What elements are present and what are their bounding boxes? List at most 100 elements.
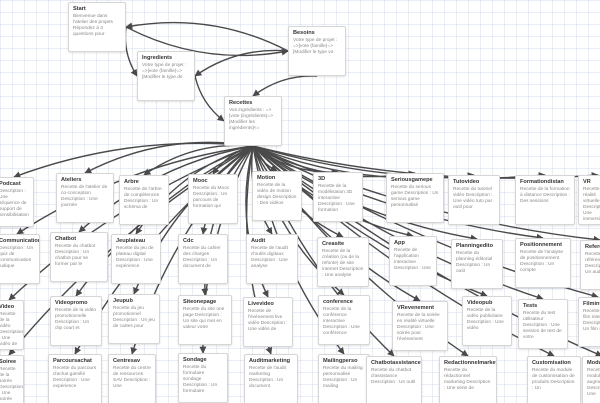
node-title: Referencement: [585, 244, 600, 250]
node-description: Recette de la modélisation 3D interactiv…: [318, 184, 355, 213]
node-title: Centresav: [113, 358, 141, 364]
node-title: Chatbot: [55, 236, 77, 242]
node-description: Recette de l'arbre de compétences Descri…: [124, 187, 162, 210]
node-description: Recette de l'atelier de co-conception De…: [61, 185, 108, 208]
node-description: Recette du mailing personnalisé Descript…: [323, 366, 363, 389]
node-description: Recette du référencement Description : U…: [585, 252, 600, 275]
node-description: Recette de la vidéo promotionnelle Descr…: [55, 308, 97, 331]
node-title: Audit: [251, 238, 266, 244]
node-description: Recette du Mooc Description : Un parcour…: [193, 186, 230, 209]
node-title: Redactionnelmarketing: [444, 360, 497, 366]
node-title: Tutovideo: [453, 179, 480, 185]
node-vr[interactable]: VR Recette de la réalité virtuelle Descri…: [578, 175, 600, 225]
node-description: Votre type de projet : =>[vote (famille)…: [142, 63, 187, 80]
node-description: Recette de la soirée Description : Une s…: [0, 367, 23, 402]
node-description: Recette de la vidéo publicitaire Descrip…: [467, 308, 504, 331]
node-title: Communicationquiz: [0, 238, 39, 244]
node-description: Recette de la soirée en réalité virtuell…: [397, 313, 440, 342]
node-title: App: [394, 240, 405, 246]
node-description: Recette de la vidéo Description : Une vi…: [0, 312, 23, 347]
node-communicationquiz[interactable]: CommunicationquizDescription : Un quiz d…: [0, 234, 40, 284]
node-description: Description : Une séquence de support de…: [0, 189, 29, 218]
node-description: Recette de la réalité virtuelle Descript…: [583, 187, 600, 222]
node-description: Recette du planning éditorial Descriptio…: [456, 251, 493, 274]
node-description: Recette de l'événement live vidéo Descri…: [248, 309, 288, 332]
node-title: Cdc: [183, 238, 194, 244]
node-description: Recette du site one page Description : U…: [183, 307, 225, 330]
node-referencement[interactable]: ReferencementRecette du référencement De…: [580, 240, 600, 290]
node-filminterne[interactable]: FilminterneRecette du film interne Descr…: [578, 297, 600, 347]
node-description: Recette de la formation à distance Descr…: [520, 187, 570, 204]
node-description: Recette du rédactionnel marketing Descri…: [444, 368, 491, 391]
node-title: Jeupub: [113, 298, 133, 304]
node-description: Recette du chatbot d'assistance Descript…: [371, 368, 416, 385]
node-description: Recette du jeu promotionnel Description …: [113, 306, 155, 329]
node-description: Recette du cahier des charges Descriptio…: [183, 246, 221, 269]
edge-besoins-to-ingredients: [194, 49, 289, 77]
node-title: Start: [73, 6, 86, 12]
node-title: Positionnement: [520, 242, 562, 248]
node-title: VRevenement: [397, 305, 434, 311]
node-title: Besoins: [293, 30, 315, 36]
edge-besoins-to-recettes: [252, 75, 318, 97]
node-description: Recette du tutoriel vidéo Description : …: [453, 187, 493, 210]
node-title: Motion: [257, 175, 276, 181]
node-title: VR: [583, 179, 591, 185]
node-title: Customisation: [532, 360, 571, 366]
node-title: Siteonepage: [183, 299, 217, 305]
node-description: Recette de la conférence interactive Des…: [323, 307, 360, 336]
node-title: Livevideo: [248, 301, 274, 307]
edge-start-to-ingredients: [124, 26, 138, 77]
node-title: Tests: [523, 303, 538, 309]
node-title: Seriousgamepe: [391, 177, 433, 183]
node-redactionnelmarketing[interactable]: RedactionnelmarketingRecette du rédactio…: [439, 356, 497, 403]
node-description: Recette de l'analyse de positionnement D…: [520, 250, 564, 273]
node-title: Ateliers: [61, 177, 82, 183]
node-description: Recette du module de customisation de pr…: [532, 368, 575, 391]
node-description: Vos ingrédients : =>[vote (ingrédients)=…: [229, 108, 273, 131]
edge-recettes-to-podcast: [13, 142, 254, 179]
edge-start-to-besoins: [125, 26, 289, 57]
node-description: Votre type de projet : =>[vote (famille)…: [293, 38, 338, 55]
node-modulepers[interactable]: ModulepersRecette du module augmenté Des…: [582, 356, 600, 403]
